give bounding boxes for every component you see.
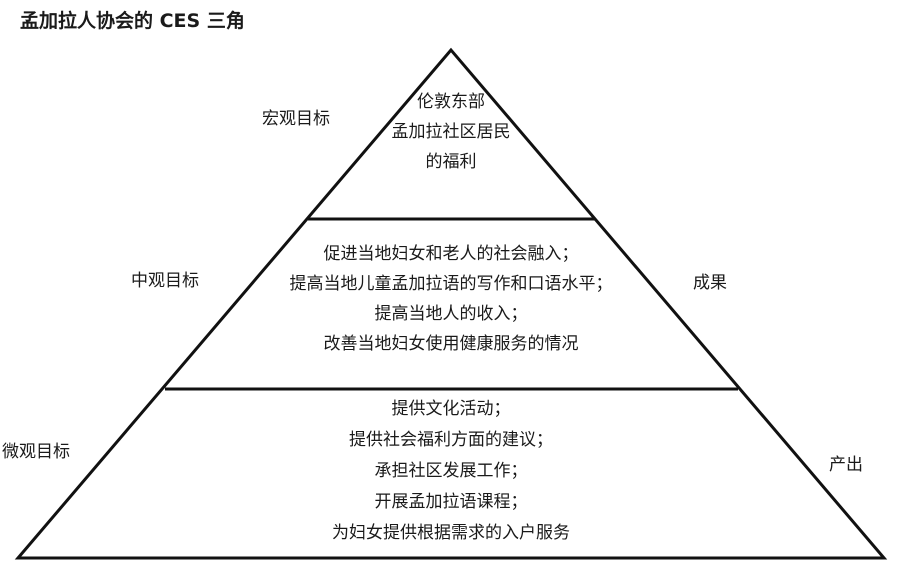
bottom-line: 提供社会福利方面的建议；	[349, 430, 553, 450]
pyramid-outline	[14, 47, 888, 560]
diagram-title: 孟加拉人协会的 CES 三角	[20, 10, 245, 32]
bottom-line: 承担社区发展工作；	[374, 461, 528, 481]
middle-level-text: 促进当地妇女和老人的社会融入； 提高当地儿童孟加拉语的写作和口语水平； 提高当地…	[211, 239, 691, 359]
macro-goal-label: 宏观目标	[262, 109, 330, 129]
middle-line: 提高当地人的收入；	[374, 304, 528, 324]
bottom-level-text: 提供文化活动； 提供社会福利方面的建议； 承担社区发展工作； 开展孟加拉语课程；…	[211, 394, 691, 549]
top-line: 孟加拉社区居民	[391, 122, 511, 142]
micro-goal-label: 微观目标	[2, 442, 70, 462]
output-label: 产出	[829, 455, 863, 475]
bottom-line: 开展孟加拉语课程；	[374, 492, 528, 512]
top-level-text: 伦敦东部 孟加拉社区居民 的福利	[351, 87, 551, 177]
bottom-line: 为妇女提供根据需求的入户服务	[332, 523, 570, 543]
top-line: 伦敦东部	[417, 92, 485, 112]
bottom-line: 提供文化活动；	[391, 399, 511, 419]
middle-line: 提高当地儿童孟加拉语的写作和口语水平；	[289, 274, 613, 294]
middle-line: 促进当地妇女和老人的社会融入；	[323, 244, 579, 264]
meso-goal-label: 中观目标	[131, 271, 199, 291]
middle-line: 改善当地妇女使用健康服务的情况	[323, 334, 579, 354]
top-line: 的福利	[425, 152, 477, 172]
outcome-label: 成果	[693, 273, 727, 293]
